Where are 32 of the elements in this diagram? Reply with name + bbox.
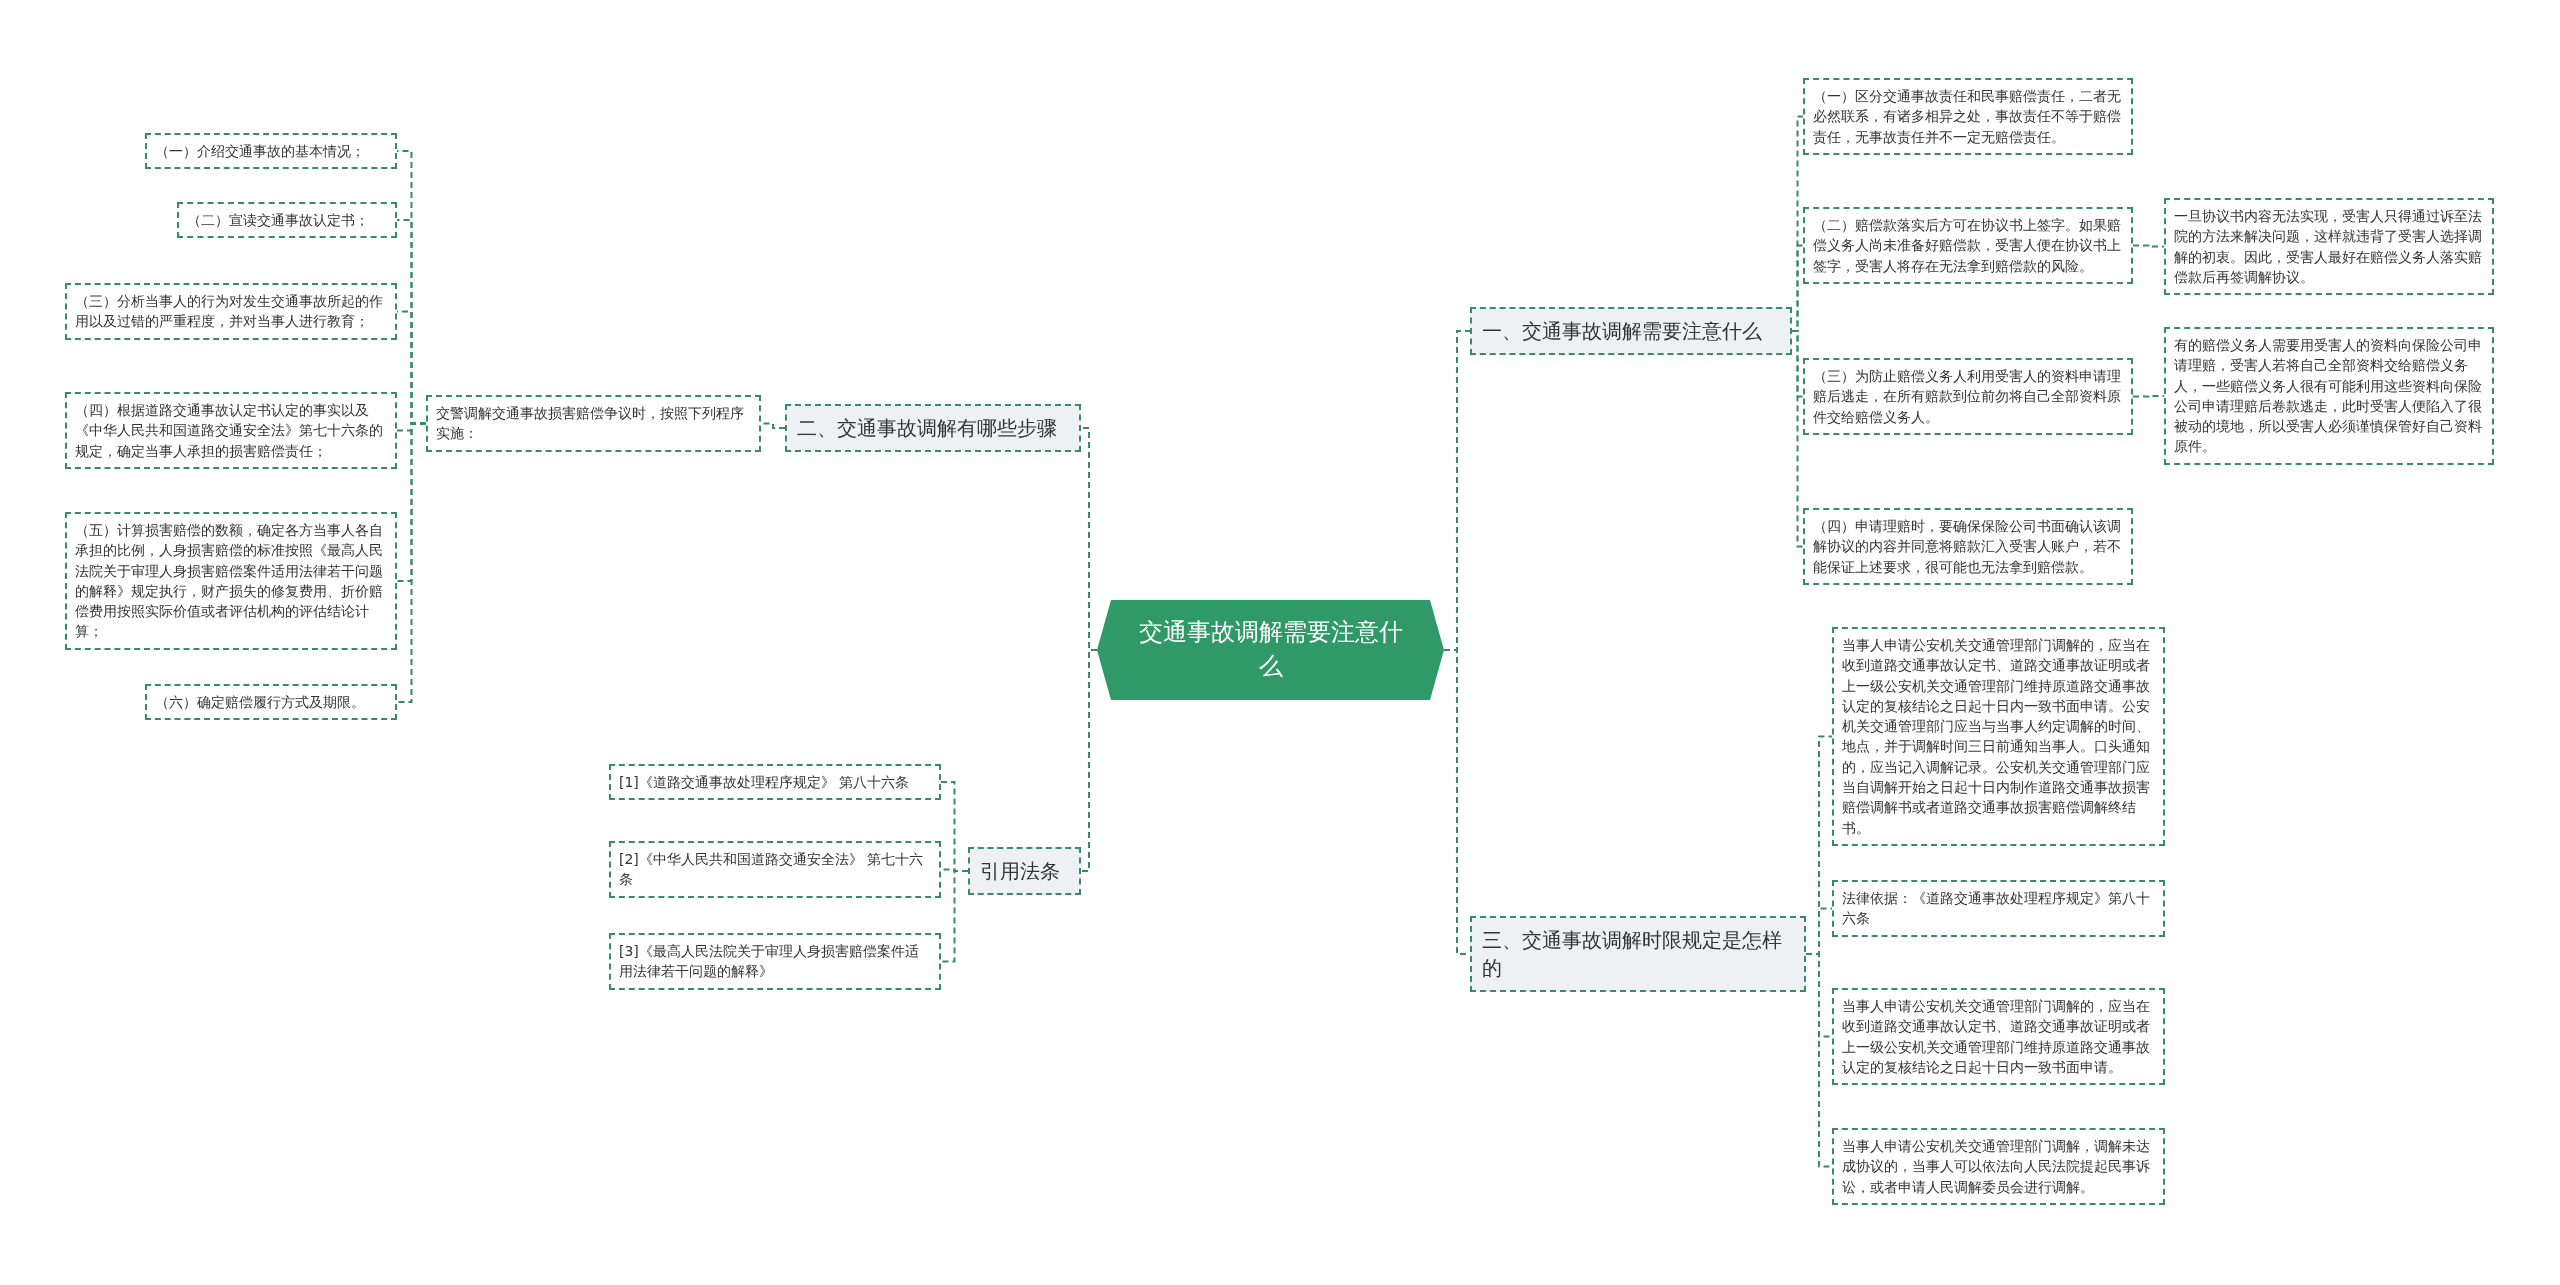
detail-note-box: （四）根据道路交通事故认定书认定的事实以及《中华人民共和国道路交通安全法》第七十六条的规定，确定当事人承担的损害赔偿责任；	[65, 392, 397, 469]
root-topic-text: 交通事故调解需要注意什么	[1137, 617, 1404, 682]
branch-topic-box: 二、交通事故调解有哪些步骤	[785, 404, 1081, 452]
branch-topic-box: 一、交通事故调解需要注意什么	[1470, 307, 1792, 355]
detail-note-box: 当事人申请公安机关交通管理部门调解的，应当在收到道路交通事故认定书、道路交通事故证明或者上一级公安机关交通管理部门维持原道路交通事故认定的复核结论之日起十日内一致书面申请。公安机关交通管理部门应当与当事人约定调解的时间、地点，并于调解时间三日前通知当事人。口头通知的，应当记入调解记录。公安机关交通管理部门应当自调解开始之日起十日内制作道路交通事故损害赔偿调解书或者道路交通事故损害赔偿调解终结书。	[1832, 627, 2165, 846]
root-topic-hexagon	[1097, 600, 1444, 700]
detail-note-box: 一旦协议书内容无法实现，受害人只得通过诉至法院的方法来解决问题，这样就违背了受害人选择调解的初衷。因此，受害人最好在赔偿义务人落实赔偿款后再签调解协议。	[2164, 198, 2494, 296]
detail-note-box: （三）为防止赔偿义务人利用受害人的资料申请理赔后逃走，在所有赔款到位前勿将自己全部资料原件交给赔偿义务人。	[1803, 358, 2133, 435]
detail-note-box: （四）申请理赔时，要确保保险公司书面确认该调解协议的内容并同意将赔款汇入受害人账户，若不能保证上述要求，很可能也无法拿到赔偿款。	[1803, 508, 2133, 585]
detail-note-box: [3]《最高人民法院关于审理人身损害赔偿案件适用法律若干问题的解释》	[609, 933, 941, 990]
connector-line	[2132, 244, 2165, 248]
connector-line	[2132, 395, 2165, 398]
detail-note-box: 当事人申请公安机关交通管理部门调解的，应当在收到道路交通事故认定书、道路交通事故证明或者上一级公安机关交通管理部门维持原道路交通事故认定的复核结论之日起十日内一致书面申请。	[1832, 988, 2165, 1086]
connector-line	[396, 422, 427, 703]
detail-note-box: 交警调解交通事故损害赔偿争议时，按照下列程序实施：	[426, 395, 761, 452]
detail-note-box: （六）确定赔偿履行方式及期限。	[145, 684, 397, 721]
detail-note-box: [1]《道路交通事故处理程序规定》 第八十六条	[609, 764, 941, 801]
detail-note-box: （三）分析当事人的行为对发生交通事故所起的作用以及过错的严重程度，并对当事人进行教育；	[65, 283, 397, 340]
detail-note-box: （二）赔偿款落实后方可在协议书上签字。如果赔偿义务人尚未准备好赔偿款，受害人便在协议书上签字，受害人将存在无法拿到赔偿款的风险。	[1803, 207, 2133, 284]
branch-topic-box: 三、交通事故调解时限规定是怎样的	[1470, 916, 1806, 992]
branch-topic-box: 引用法条	[968, 847, 1081, 895]
detail-note-box: [2]《中华人民共和国道路交通安全法》 第七十六条	[609, 841, 941, 898]
connector-line	[1080, 649, 1098, 872]
detail-note-box: 有的赔偿义务人需要用受害人的资料向保险公司申请理赔，受害人若将自己全部资料交给赔偿义务人，一些赔偿义务人很有可能利用这些资料向保险公司申请理赔后卷款逃走，此时受害人便陷入了很被动的境地，所以受害人必须谨慎保管好自己资料原件。	[2164, 327, 2494, 465]
detail-note-box: 法律依据：《道路交通事故处理程序规定》第八十六条	[1832, 880, 2165, 937]
detail-note-box: （二）宣读交通事故认定书；	[177, 202, 397, 239]
detail-note-box: （一）区分交通事故责任和民事赔偿责任，二者无必然联系，有诸多相异之处，事故责任不等于赔偿责任，无事故责任并不一定无赔偿责任。	[1803, 78, 2133, 155]
connector-line	[1805, 953, 1833, 1168]
detail-note-box: （一）介绍交通事故的基本情况；	[145, 133, 397, 170]
detail-note-box: 当事人申请公安机关交通管理部门调解，调解未达成协议的，当事人可以依法向人民法院提起民事诉讼，或者申请人民调解委员会进行调解。	[1832, 1128, 2165, 1205]
detail-note-box: （五）计算损害赔偿的数额，确定各方当事人各自承担的比例，人身损害赔偿的标准按照《最高人民法院关于审理人身损害赔偿案件适用法律若干问题的解释》规定执行，财产损失的修复费用、折价赔偿费用按照实际价值或者评估机构的评估结论计算；	[65, 512, 397, 650]
connector-line	[940, 870, 969, 963]
